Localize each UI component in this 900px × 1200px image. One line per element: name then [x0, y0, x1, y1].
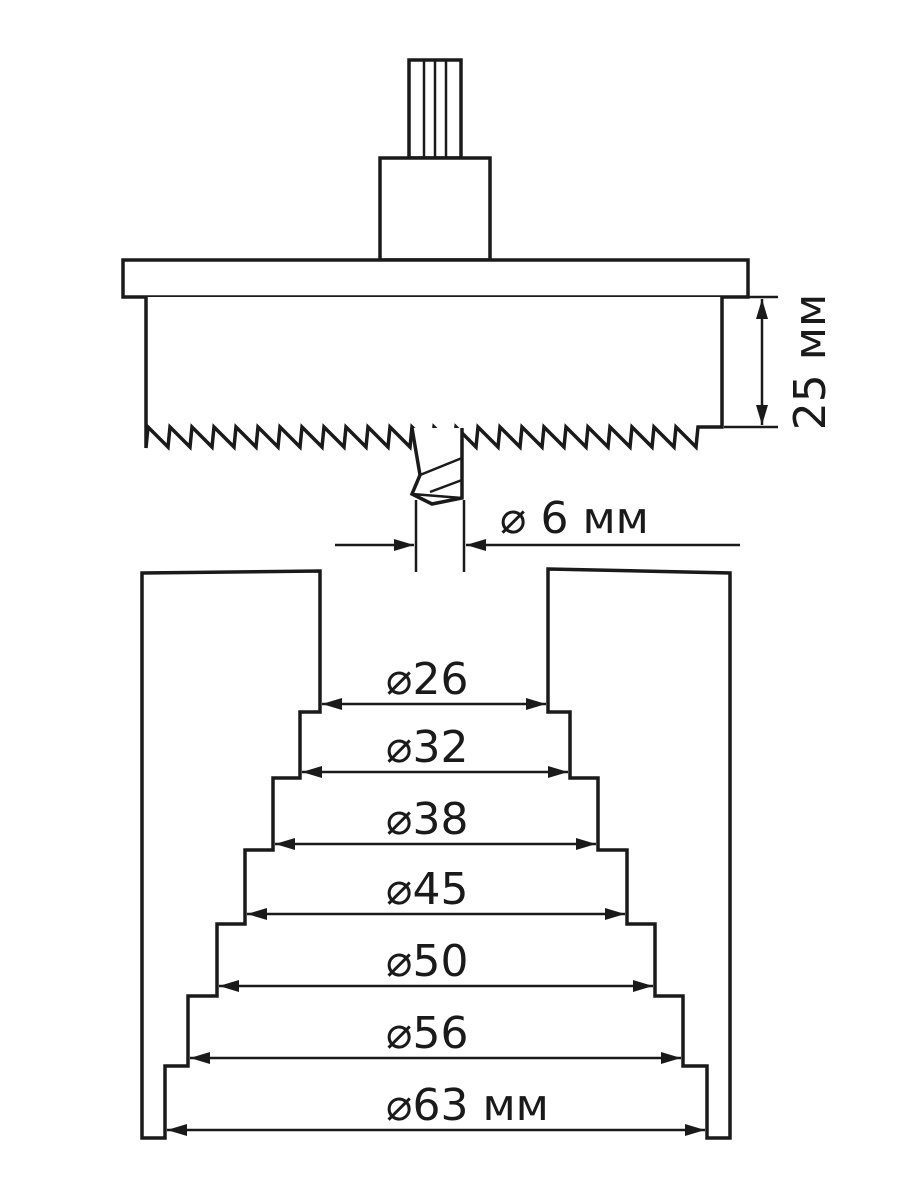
depth-label: 25 мм [785, 294, 836, 430]
arbor-body [378, 156, 492, 262]
left-step-wall [140, 569, 322, 1140]
backing-plate [121, 258, 750, 299]
saw-cup [144, 297, 724, 451]
diameter-label-50: ⌀50 [386, 936, 468, 987]
diameter-dimensions: ⌀26 ⌀32 ⌀38 ⌀45 ⌀50 ⌀56 ⌀63 мм [167, 654, 705, 1136]
diameter-label-63: ⌀63 мм [386, 1080, 549, 1131]
stepped-profile [140, 567, 732, 1140]
diameter-label-26: ⌀26 [386, 654, 468, 705]
diameter-label-38: ⌀38 [386, 794, 468, 845]
depth-dimension: 25 мм [724, 294, 836, 430]
hole-saw-side-view [121, 58, 750, 506]
diameter-label-56: ⌀56 [386, 1008, 468, 1059]
pilot-label: ⌀ 6 мм [500, 493, 649, 544]
pilot-dimension: ⌀ 6 мм [335, 493, 740, 572]
diameter-label-45: ⌀45 [386, 864, 468, 915]
hex-shank [407, 58, 463, 160]
pilot-drill [409, 427, 464, 506]
diameter-label-32: ⌀32 [386, 722, 468, 773]
right-step-wall [546, 567, 732, 1140]
